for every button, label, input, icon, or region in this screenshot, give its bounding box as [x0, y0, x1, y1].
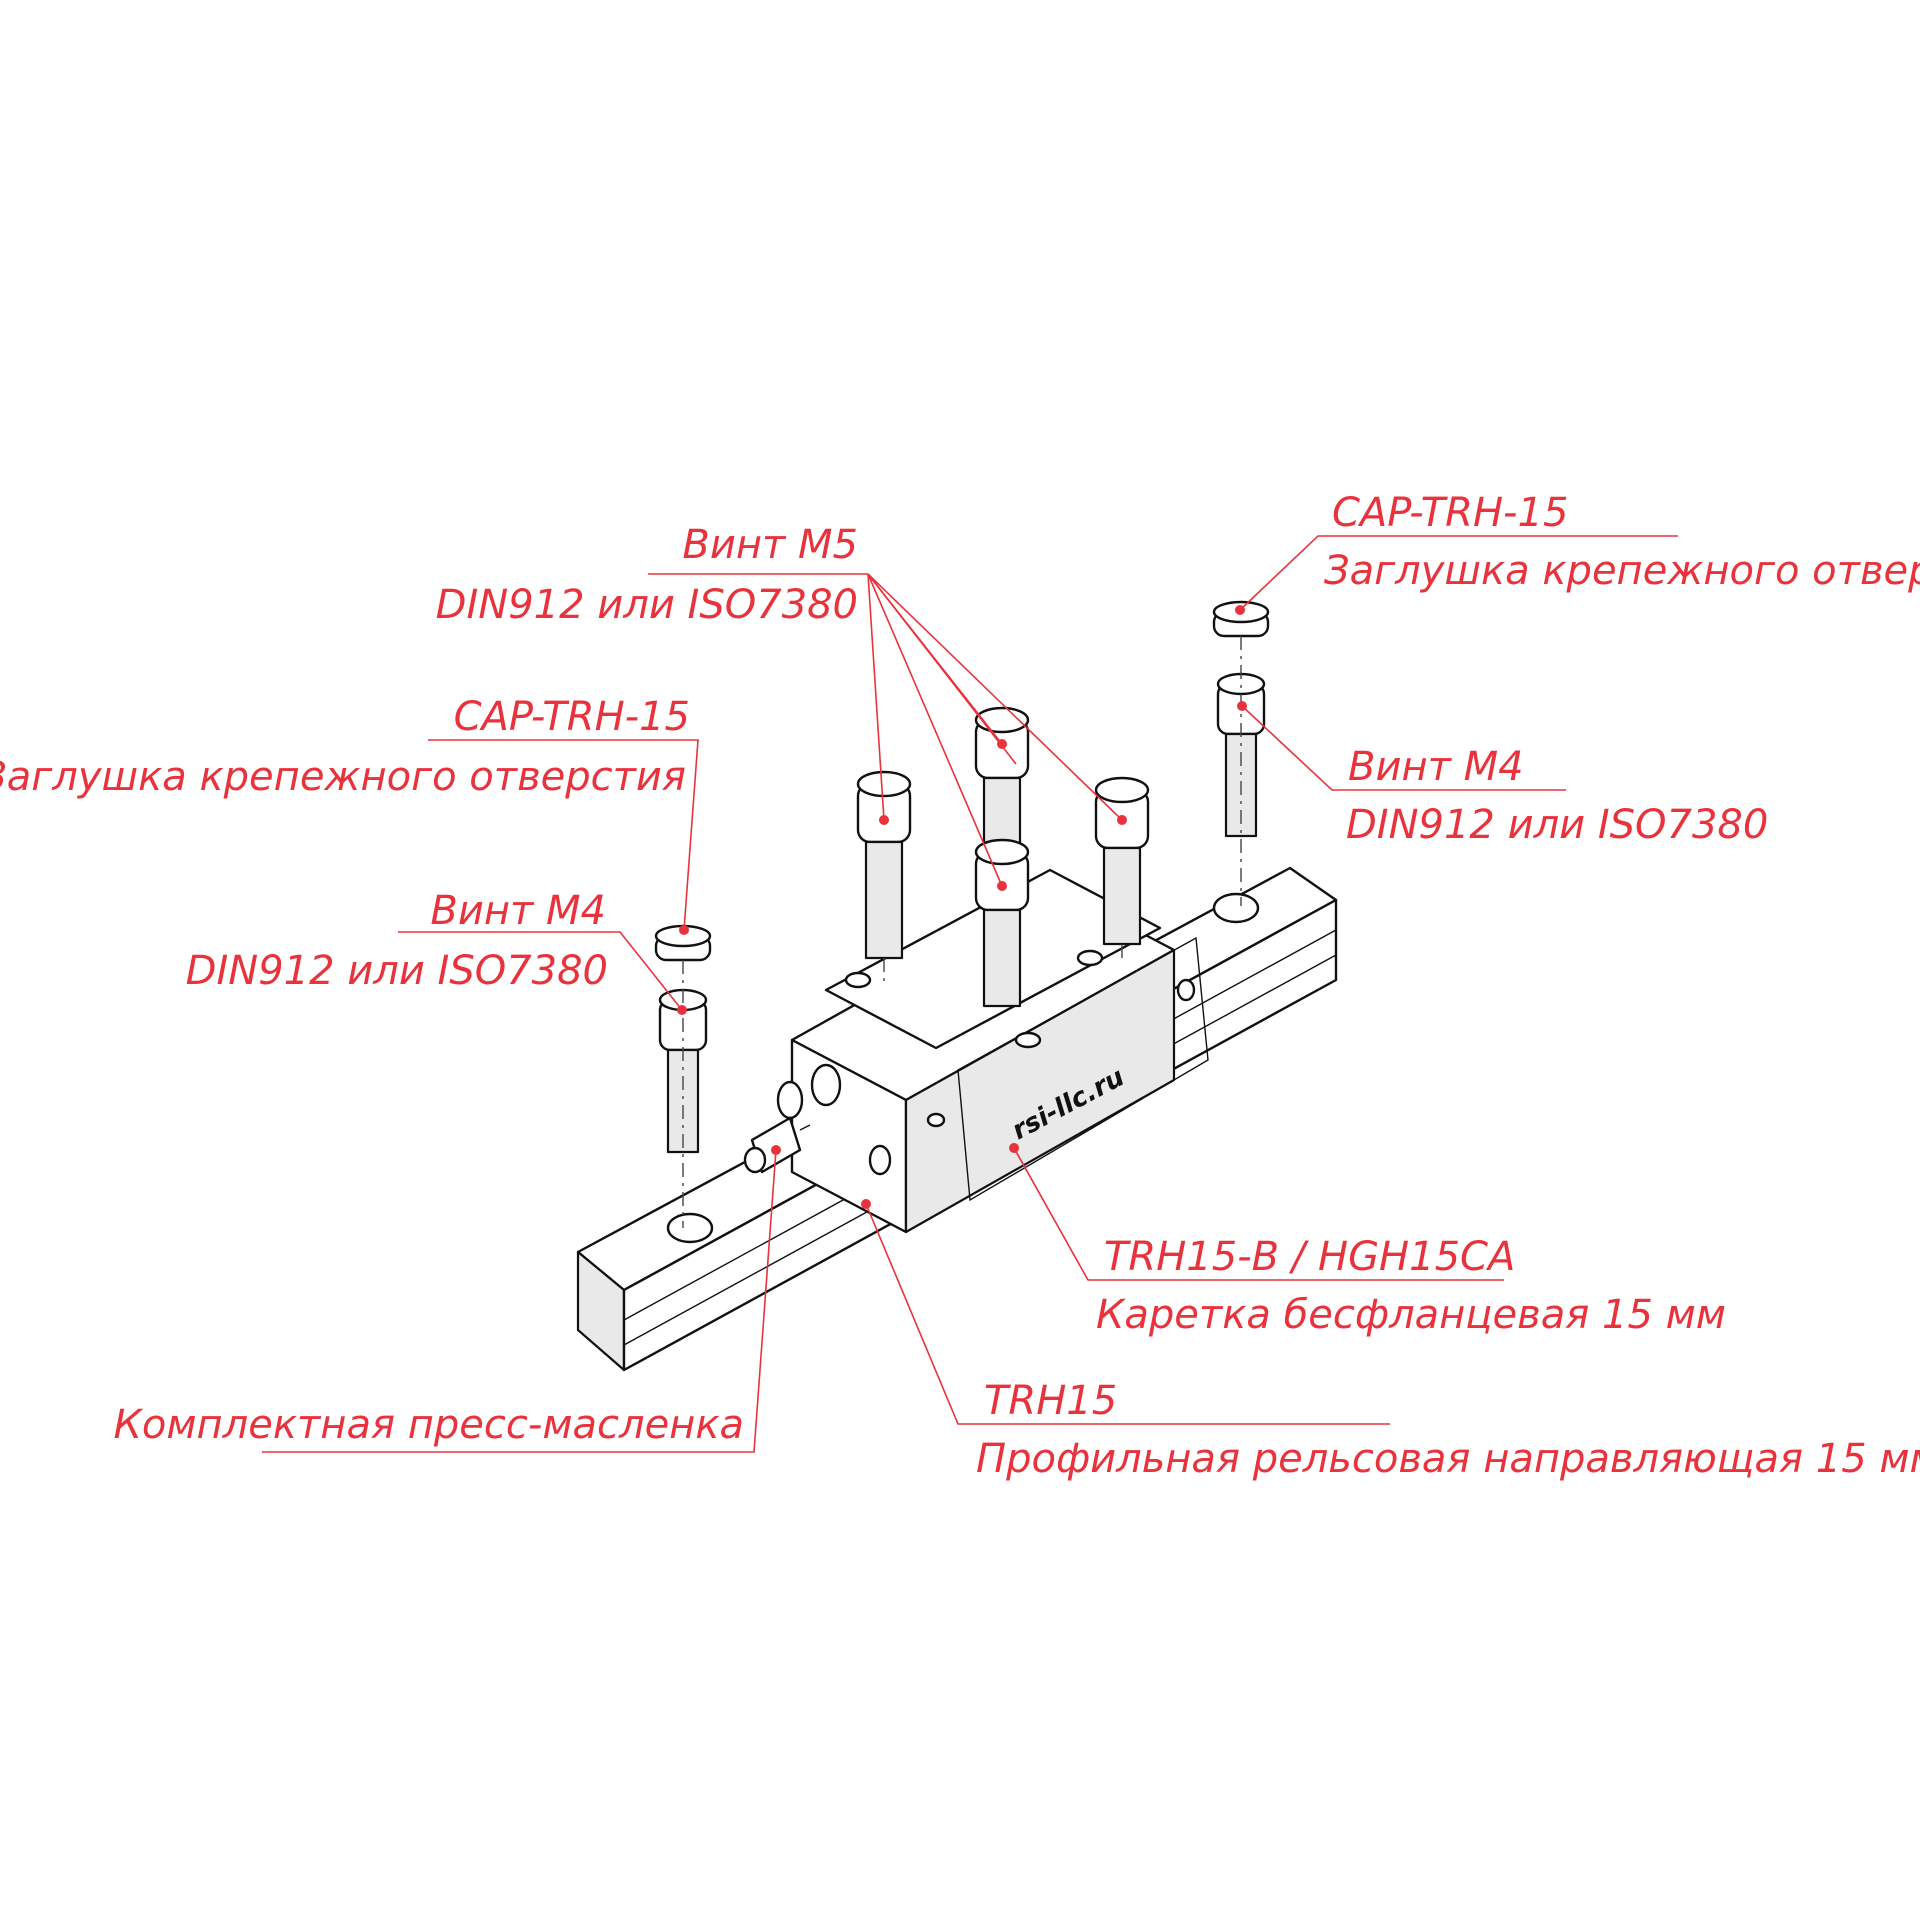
- cap-right-code: CAP-TRH-15: [1332, 490, 1568, 536]
- callout-cap-right: CAP-TRH-15 Заглушка крепежного отверстия: [1235, 490, 1920, 615]
- rail-model: TRH15: [984, 1378, 1117, 1424]
- callout-rail: TRH15 Профильная рельсовая направляющая …: [861, 1199, 1920, 1482]
- screw-m5-4: [1094, 776, 1150, 946]
- cap-left-code: CAP-TRH-15: [454, 694, 690, 740]
- screw-m4-right-title: Винт М4: [1348, 744, 1524, 790]
- carriage-model: TRH15-B / HGH15CA: [1104, 1234, 1515, 1280]
- axis-lines: [682, 636, 1242, 1228]
- cap-left-desc: Заглушка крепежного отверстия: [0, 754, 686, 800]
- screw-m4-left-title: Винт М4: [430, 888, 606, 934]
- screw-m5-3: [974, 838, 1030, 1008]
- callout-carriage: TRH15-B / HGH15CA Каретка бесфланцевая 1…: [1009, 1143, 1726, 1338]
- screw-m5-standard: DIN912 или ISO7380: [436, 582, 858, 628]
- callout-screw-m4-right: Винт М4 DIN912 или ISO7380: [1237, 701, 1768, 848]
- callout-grease-nipple: Комплектная пресс-масленка: [113, 1145, 781, 1453]
- cap-left: [654, 924, 712, 962]
- callout-screw-m4-left: Винт М4 DIN912 или ISO7380: [186, 888, 687, 1015]
- callout-screw-m5: Винт М5 DIN912 или ISO7380: [436, 522, 1127, 891]
- rail-desc: Профильная рельсовая направляющая 15 мм: [976, 1436, 1920, 1482]
- grease-nipple-label: Комплектная пресс-масленка: [113, 1402, 744, 1448]
- screw-m5-1: [856, 770, 912, 960]
- screw-m4-left-standard: DIN912 или ISO7380: [186, 948, 608, 994]
- screw-m4-right-standard: DIN912 или ISO7380: [1346, 802, 1768, 848]
- screw-m5-title: Винт М5: [682, 522, 858, 568]
- carriage-desc: Каретка бесфланцевая 15 мм: [1096, 1292, 1726, 1338]
- cap-right-desc: Заглушка крепежного отверстия: [1324, 548, 1920, 594]
- callout-cap-left: CAP-TRH-15 Заглушка крепежного отверстия: [0, 694, 699, 935]
- cap-right: [1212, 600, 1270, 638]
